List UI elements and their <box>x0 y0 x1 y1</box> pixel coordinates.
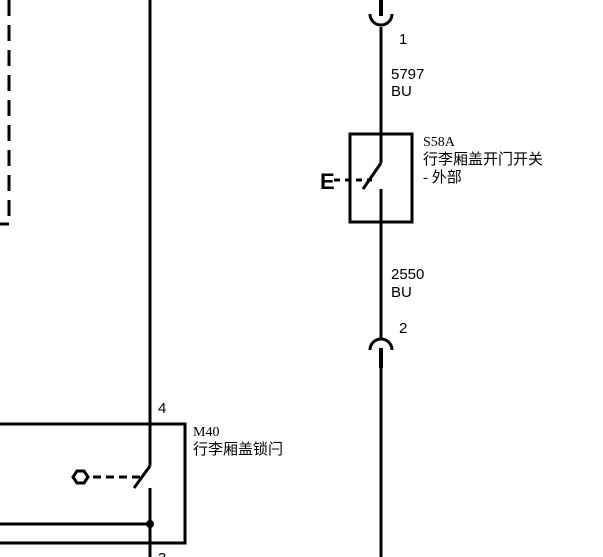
switch-name: 行李厢盖开门开关 <box>423 151 543 168</box>
wire-upper-color: BU <box>391 83 412 100</box>
latch-name: 行李厢盖锁闩 <box>193 441 283 458</box>
latch-contact <box>132 465 152 489</box>
pin-label-3: 3 <box>158 550 166 557</box>
connector-pin-1 <box>368 0 394 27</box>
wire-upper-number: 5797 <box>391 66 424 83</box>
dashed-module-boundary <box>0 0 11 226</box>
latch-m40 <box>0 422 187 557</box>
switch-s58a: E <box>320 132 414 224</box>
pin-label-1: 1 <box>399 31 407 48</box>
pin-label-4: 4 <box>158 400 166 417</box>
wire-lower-color: BU <box>391 284 412 301</box>
switch-contact <box>361 162 383 190</box>
latch-box <box>0 422 187 545</box>
wire-lower-number: 2550 <box>391 266 424 283</box>
connector-pin-2 <box>368 337 394 368</box>
junction-dot <box>146 520 154 528</box>
switch-code: S58A <box>423 135 456 150</box>
pin-label-2: 2 <box>399 320 407 337</box>
switch-subname: - 外部 <box>423 169 462 186</box>
switch-actuator-label: E <box>320 169 335 194</box>
latch-actuator-hexagon <box>71 469 90 485</box>
latch-code: M40 <box>193 425 219 440</box>
